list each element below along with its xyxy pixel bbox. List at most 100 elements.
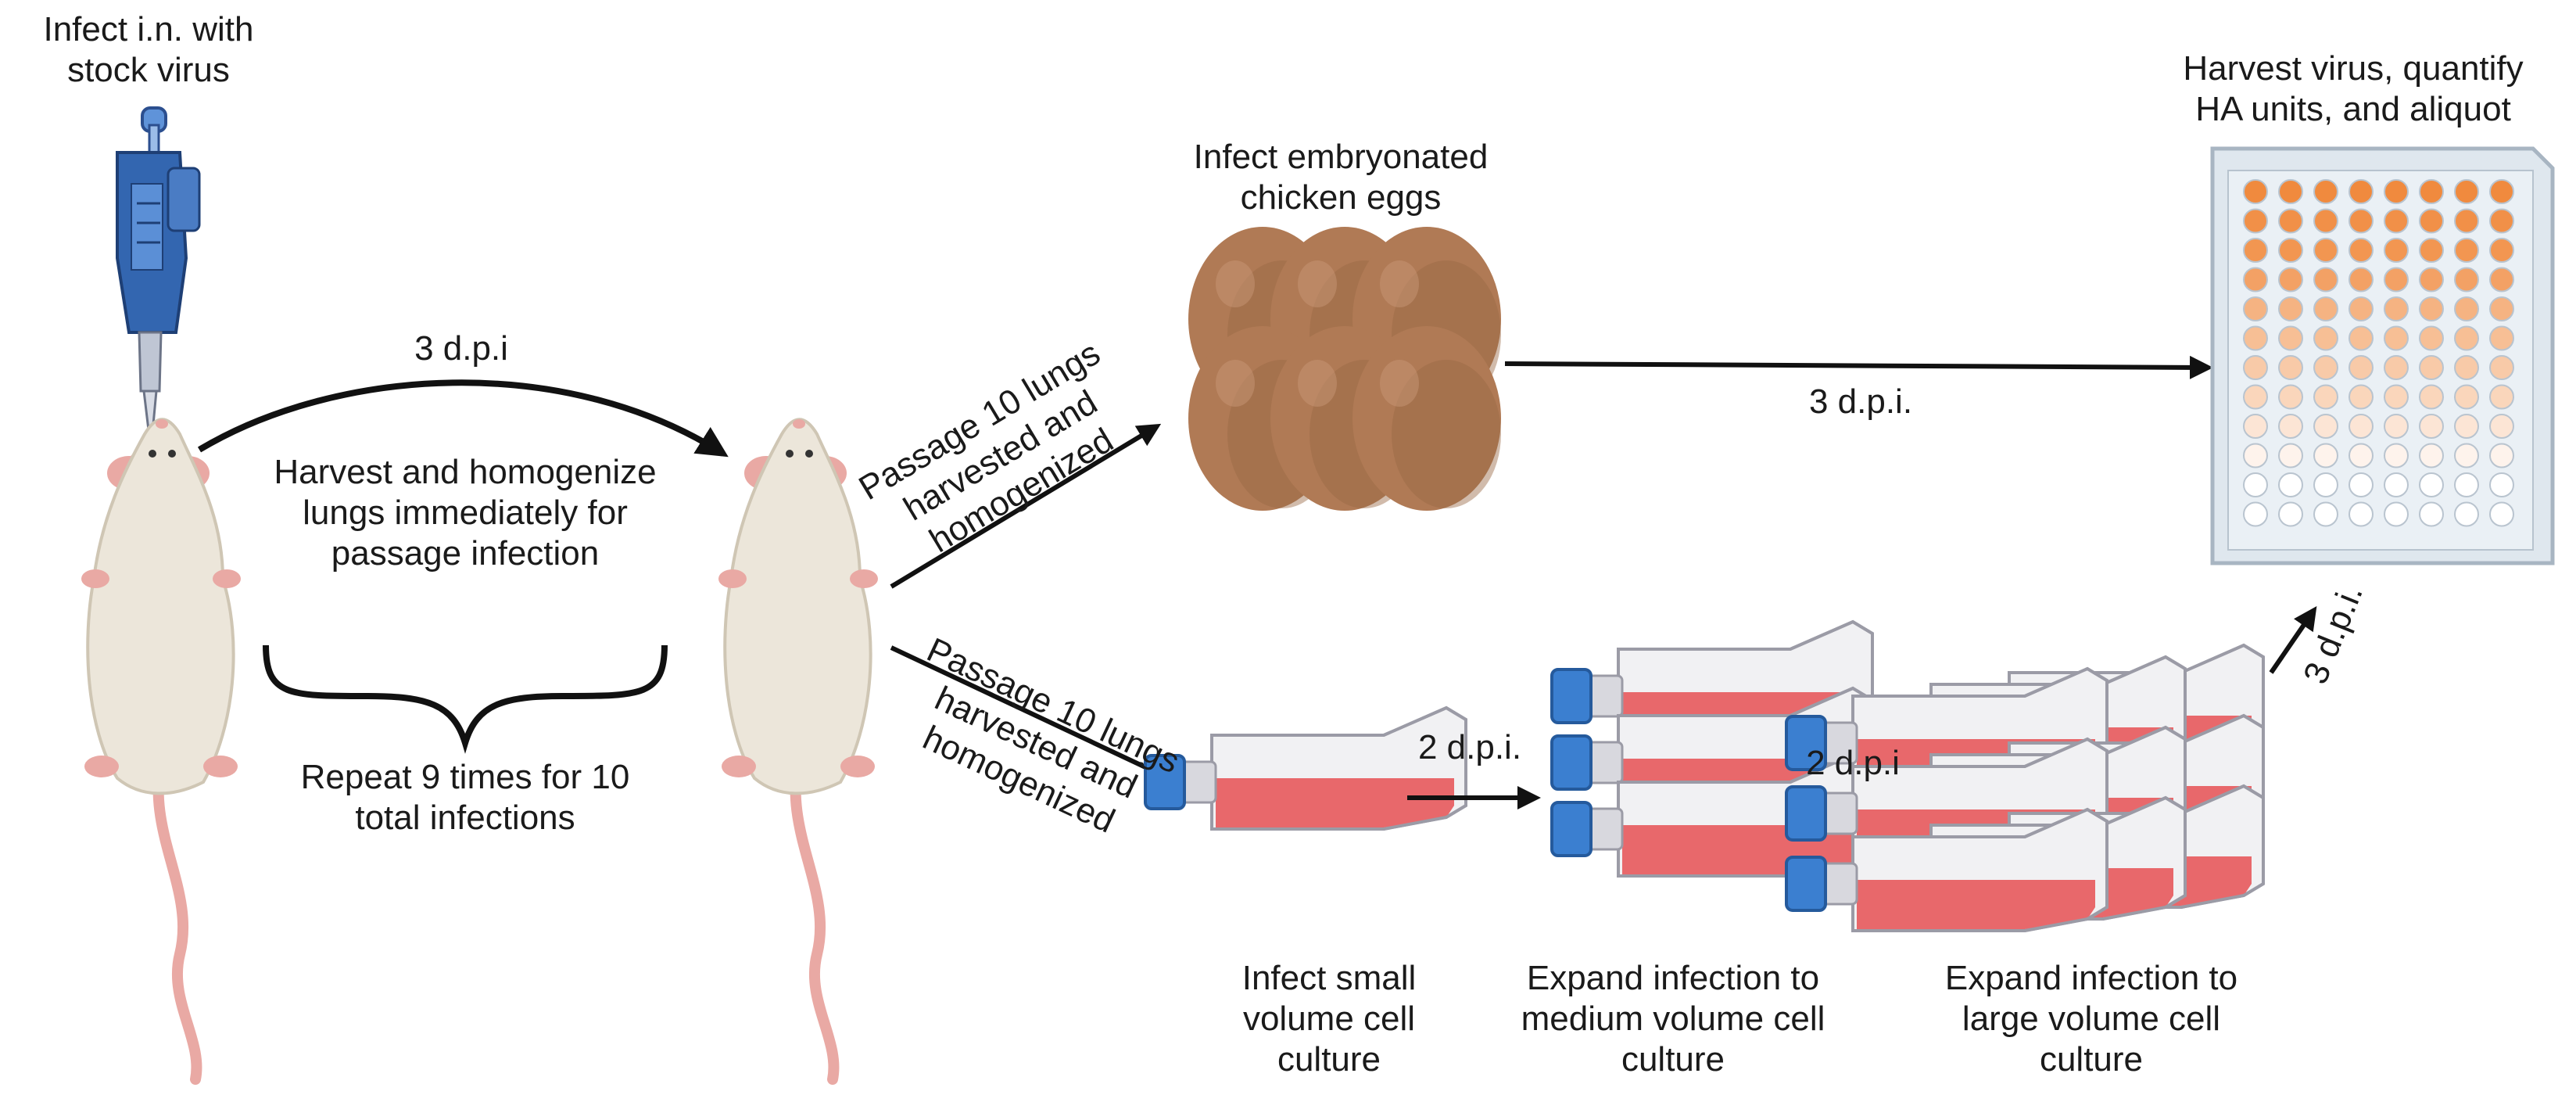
plate-well xyxy=(2278,179,2303,204)
arrow-to-cell-culture xyxy=(890,645,1173,781)
plate-well xyxy=(2278,472,2303,497)
plate-well xyxy=(2348,208,2374,234)
plate-well xyxy=(2278,208,2303,234)
dpi-medium-large-label: 2 d.p.i xyxy=(1806,744,1900,782)
plate-well xyxy=(2384,501,2409,527)
plate-well xyxy=(2419,443,2444,468)
plate-well xyxy=(2348,325,2374,351)
plate-well xyxy=(2243,384,2268,410)
plate-well xyxy=(2419,414,2444,439)
medium-culture-label: Expand infection to medium volume cell c… xyxy=(1521,959,1825,1079)
plate-well xyxy=(2419,355,2444,380)
plate-well xyxy=(2278,355,2303,380)
repeat-brace xyxy=(263,644,668,754)
plate-well xyxy=(2313,296,2338,321)
plate-well xyxy=(2384,238,2409,263)
plate-well xyxy=(2489,179,2514,204)
plate-well xyxy=(2489,296,2514,321)
plate-well xyxy=(2348,443,2374,468)
plate-well xyxy=(2348,267,2374,293)
plate-well xyxy=(2454,267,2479,293)
plate-well xyxy=(2454,179,2479,204)
arrow-mouse1-to-mouse2 xyxy=(197,379,729,458)
plate-well xyxy=(2384,384,2409,410)
plate-well xyxy=(2384,208,2409,234)
plate-well xyxy=(2313,179,2338,204)
plate-well xyxy=(2313,384,2338,410)
plate-well xyxy=(2489,472,2514,497)
plate-well xyxy=(2489,238,2514,263)
plate-well xyxy=(2313,501,2338,527)
plate-well xyxy=(2348,296,2374,321)
arrow-large-to-plate xyxy=(2269,606,2317,674)
plate-well xyxy=(2243,325,2268,351)
plate-well xyxy=(2454,443,2479,468)
plate-well xyxy=(2243,355,2268,380)
plate-well xyxy=(2313,325,2338,351)
plate-well xyxy=(2278,238,2303,263)
plate-well xyxy=(2384,414,2409,439)
plate-well xyxy=(2243,238,2268,263)
plate-well xyxy=(2419,296,2444,321)
plate-well xyxy=(2454,238,2479,263)
plate-well xyxy=(2454,472,2479,497)
plate-well xyxy=(2454,296,2479,321)
plate-well xyxy=(2278,501,2303,527)
plate-well xyxy=(2384,267,2409,293)
mouse-icon xyxy=(81,418,241,1085)
plate-well xyxy=(2313,443,2338,468)
plate-well xyxy=(2278,443,2303,468)
plate-well xyxy=(2419,325,2444,351)
well-plate-icon xyxy=(2210,146,2555,565)
cell-flask-icon xyxy=(1144,706,1467,831)
small-culture-label: Infect small volume cell culture xyxy=(1241,959,1417,1079)
plate-well xyxy=(2454,355,2479,380)
plate-well xyxy=(2243,296,2268,321)
infect-eggs-label: Infect embryonated chicken eggs xyxy=(1193,138,1489,217)
plate-well xyxy=(2348,501,2374,527)
plate-well xyxy=(2348,414,2374,439)
arrow-eggs-to-plate xyxy=(1504,355,2213,379)
plate-well xyxy=(2454,325,2479,351)
plate-well xyxy=(2384,296,2409,321)
plate-well xyxy=(2489,267,2514,293)
plate-well xyxy=(2489,414,2514,439)
plate-well xyxy=(2243,208,2268,234)
plate-well xyxy=(2489,355,2514,380)
plate-well xyxy=(2348,179,2374,204)
egg-icon xyxy=(1188,227,1501,511)
plate-well xyxy=(2384,472,2409,497)
plate-well xyxy=(2313,267,2338,293)
mouse-icon xyxy=(718,418,878,1085)
plate-well xyxy=(2278,296,2303,321)
plate-well xyxy=(2489,443,2514,468)
plate-well xyxy=(2348,238,2374,263)
plate-well xyxy=(2348,355,2374,380)
plate-well xyxy=(2243,267,2268,293)
plate-well xyxy=(2384,443,2409,468)
dpi-small-medium-label: 2 d.p.i. xyxy=(1417,728,1522,766)
harvest-homogenize-label: Harvest and homogenize lungs immediately… xyxy=(274,453,657,573)
plate-well xyxy=(2348,384,2374,410)
dpi-eggs-plate-label: 3 d.p.i. xyxy=(1808,382,1913,421)
plate-well xyxy=(2454,384,2479,410)
plate-well xyxy=(2278,414,2303,439)
plate-well xyxy=(2384,355,2409,380)
plate-well xyxy=(2313,414,2338,439)
harvest-virus-label: Harvest virus, quantify HA units, and al… xyxy=(2183,49,2524,128)
large-culture-label: Expand infection to large volume cell cu… xyxy=(1944,959,2238,1079)
plate-well xyxy=(2243,179,2268,204)
plate-well xyxy=(2243,443,2268,468)
plate-well xyxy=(2313,472,2338,497)
plate-well xyxy=(2278,384,2303,410)
plate-well xyxy=(2419,267,2444,293)
plate-well xyxy=(2384,325,2409,351)
plate-well xyxy=(2313,355,2338,380)
plate-well xyxy=(2419,238,2444,263)
plate-well xyxy=(2489,208,2514,234)
plate-well xyxy=(2313,238,2338,263)
plate-well xyxy=(2489,501,2514,527)
arrow-to-eggs xyxy=(890,423,1162,589)
